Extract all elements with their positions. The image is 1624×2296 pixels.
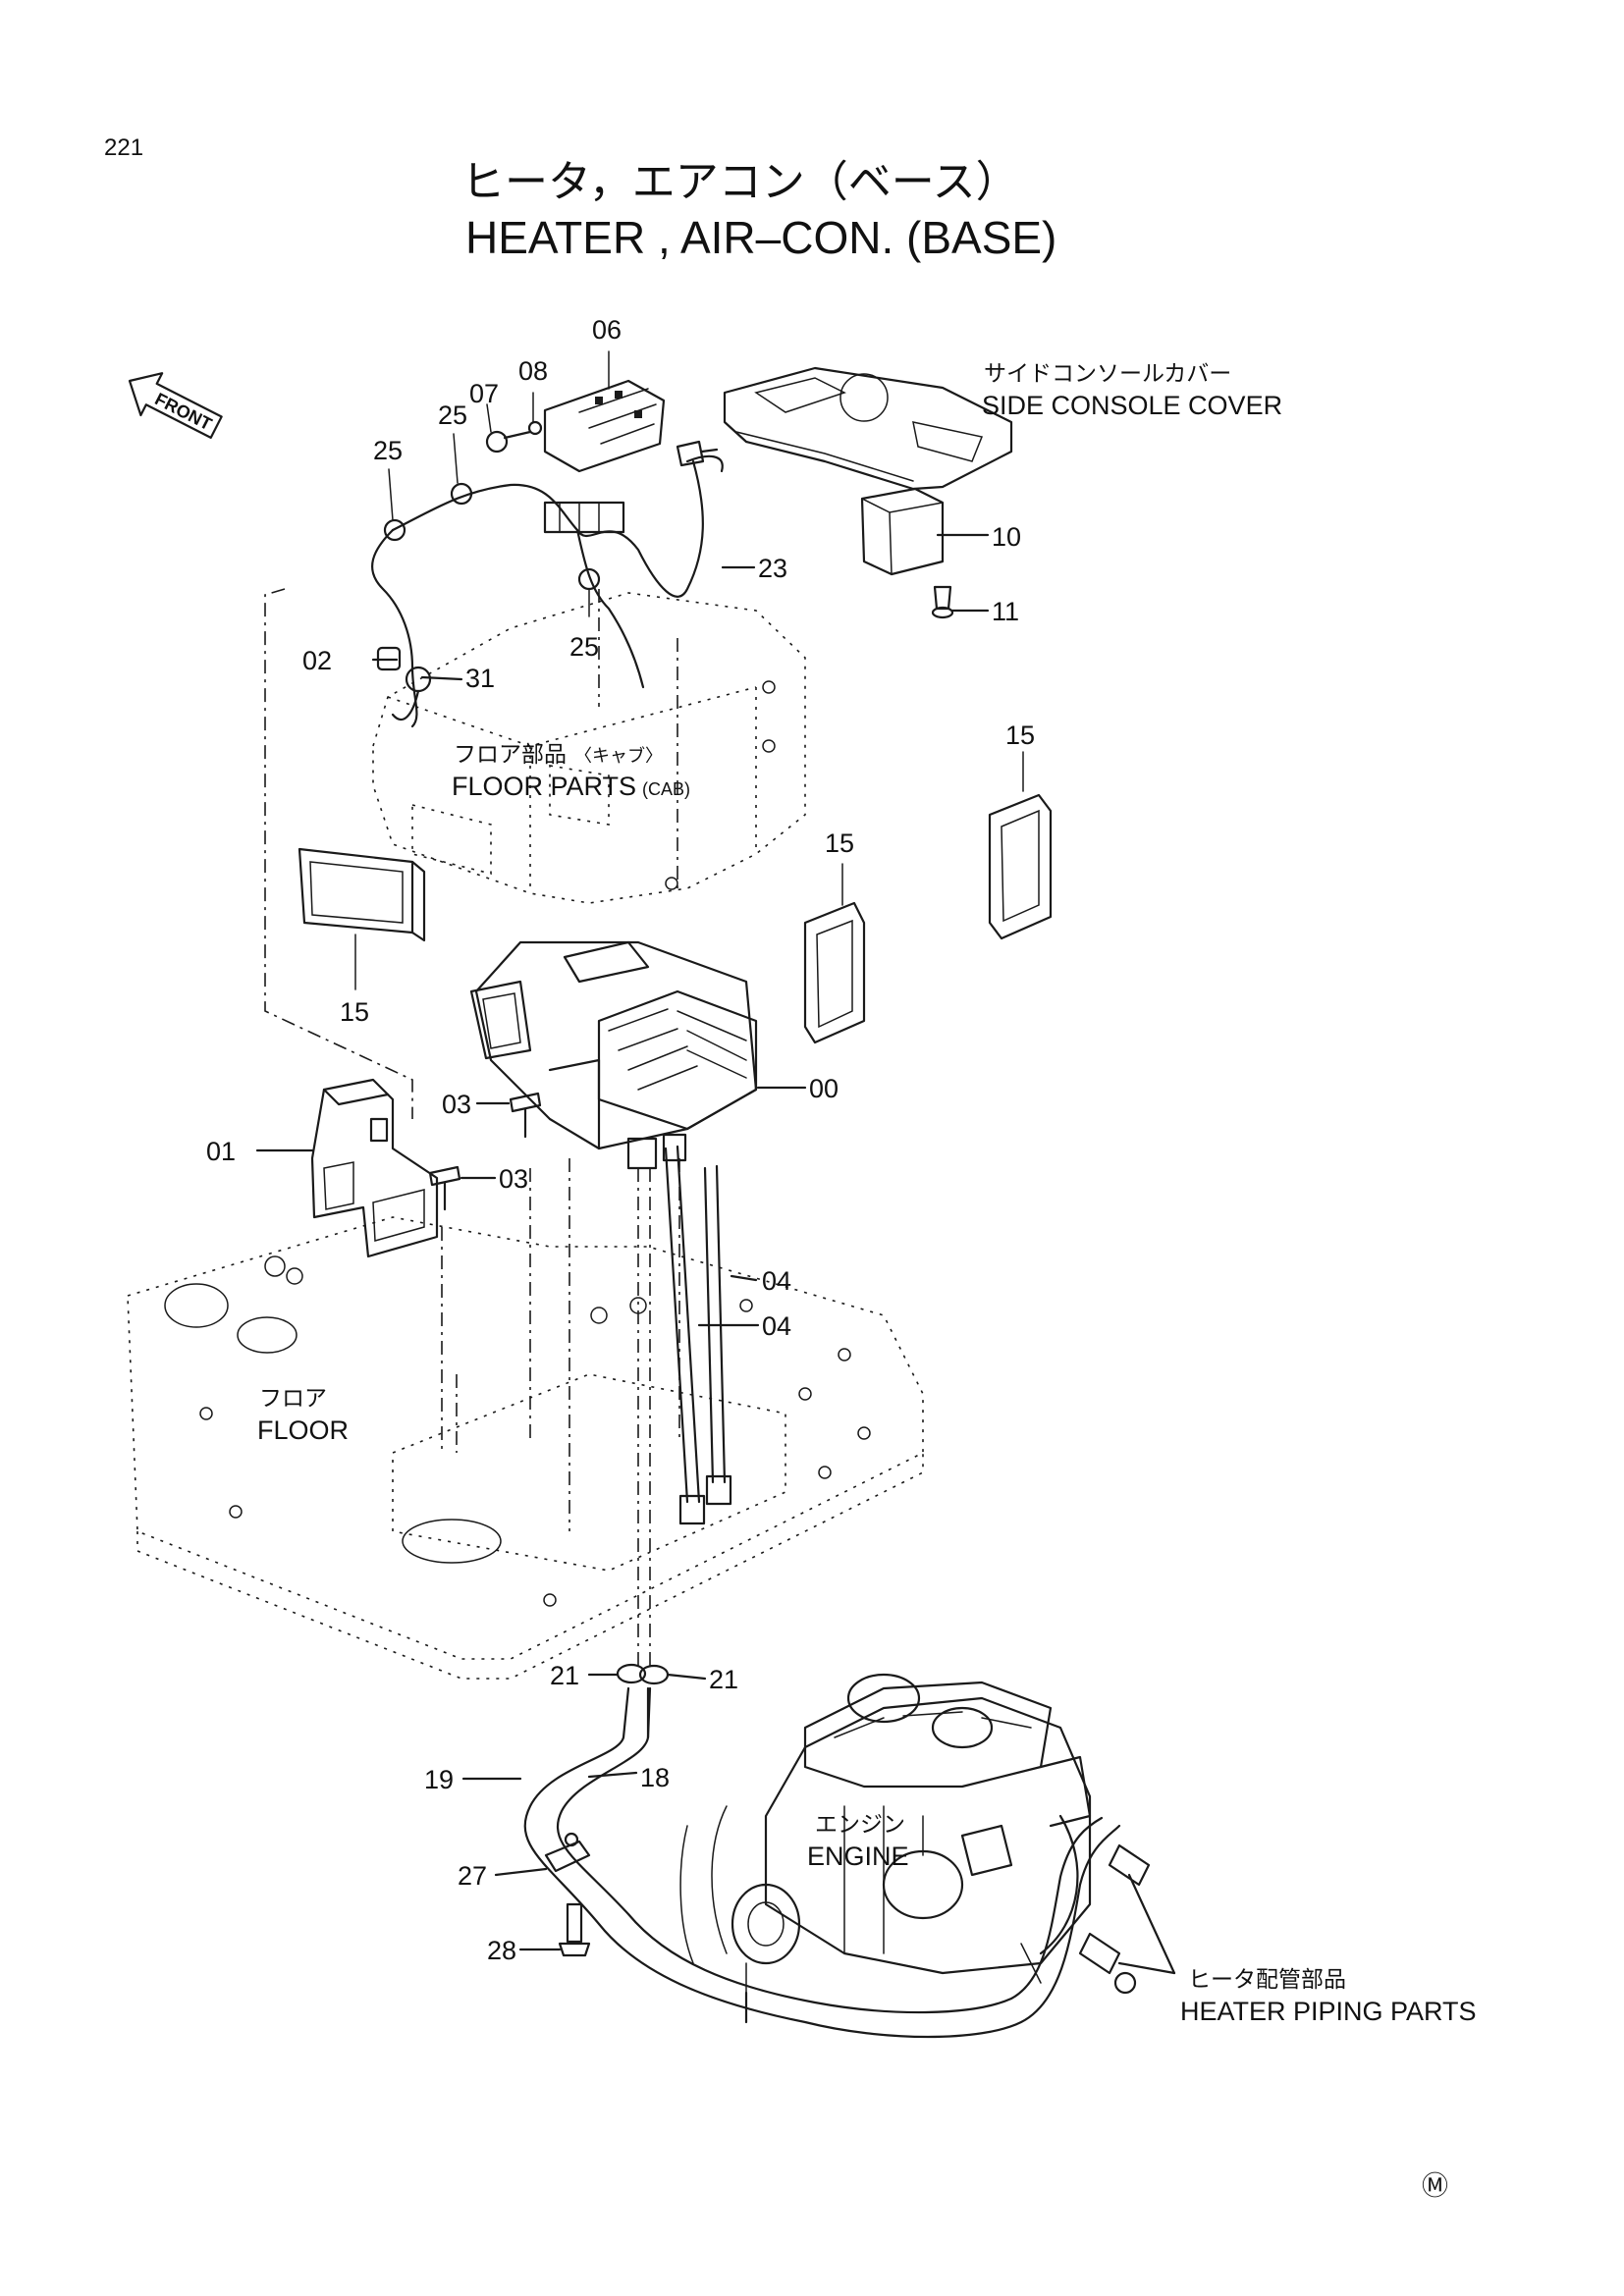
bolt-03b-icon xyxy=(428,1165,461,1211)
label-28: 28 xyxy=(487,1936,516,1965)
floor-parts-en: FLOOR PARTS(CAB) xyxy=(452,772,690,801)
leader-27 xyxy=(494,1867,548,1877)
harness-assembly xyxy=(371,379,724,728)
duct-01 xyxy=(310,1078,439,1258)
label-27: 27 xyxy=(458,1861,487,1891)
label-01: 01 xyxy=(206,1137,236,1166)
floor-label-jp: フロア xyxy=(259,1386,327,1412)
label-03-lower: 03 xyxy=(499,1164,528,1194)
label-10: 10 xyxy=(992,522,1021,552)
filter-15-left xyxy=(298,847,426,942)
leader-18 xyxy=(587,1771,638,1779)
label-25-top: 25 xyxy=(438,400,467,430)
label-21-left: 21 xyxy=(550,1661,579,1690)
part-10-unit xyxy=(860,487,945,576)
engine-label-en: ENGINE xyxy=(807,1842,909,1871)
label-00: 00 xyxy=(809,1074,839,1103)
heater-unit-00 xyxy=(469,940,758,1170)
label-11: 11 xyxy=(992,597,1019,626)
label-15-right: 15 xyxy=(1005,721,1035,750)
side-console-cover-jp: サイドコンソールカバー xyxy=(984,361,1231,387)
bolt-28-icon xyxy=(558,1902,591,1957)
engine xyxy=(679,1673,1092,2024)
filter-15-middle xyxy=(803,901,866,1044)
label-15-left: 15 xyxy=(340,997,369,1027)
label-03-upper: 03 xyxy=(442,1090,471,1119)
bolt-03a-icon xyxy=(509,1092,542,1139)
side-console-cover-en: SIDE CONSOLE COVER xyxy=(982,391,1282,420)
title-japanese: ヒータ，エアコン（ベース） xyxy=(461,157,1019,207)
label-23: 23 xyxy=(758,554,787,583)
leader-piping-b xyxy=(1117,1961,1176,1975)
label-02: 02 xyxy=(302,646,332,675)
label-08: 08 xyxy=(518,356,548,386)
label-04-lower: 04 xyxy=(762,1311,791,1341)
floor-parts-jp: フロア部品〈キャブ〉 xyxy=(454,742,663,768)
floor-label-en: FLOOR xyxy=(257,1415,349,1445)
leader-piping-a xyxy=(1127,1873,1176,1975)
label-19: 19 xyxy=(424,1765,454,1794)
hoses-04 xyxy=(664,1145,732,1525)
leader-21b xyxy=(666,1673,707,1681)
floor-plate xyxy=(127,1216,924,1680)
page-number: 221 xyxy=(104,134,143,161)
upper-leaders xyxy=(371,350,756,681)
label-04-upper: 04 xyxy=(762,1266,791,1296)
filter-15-right xyxy=(988,793,1053,940)
m-marker-icon: Ⓜ xyxy=(1422,2171,1448,2201)
heater-piping-en: HEATER PIPING PARTS xyxy=(1180,1997,1477,2026)
heater-piping-jp: ヒータ配管部品 xyxy=(1188,1967,1346,1993)
label-25-middle: 25 xyxy=(569,632,599,662)
leader-04a xyxy=(730,1274,758,1282)
label-07: 07 xyxy=(469,379,499,408)
screw-11-icon xyxy=(931,585,954,619)
label-18: 18 xyxy=(640,1763,670,1792)
side-console-cover xyxy=(723,366,1013,491)
hose-clamps-21 xyxy=(616,1663,670,1685)
label-15-middle: 15 xyxy=(825,828,854,858)
heater-piping-parts xyxy=(1078,1843,1151,1995)
label-06: 06 xyxy=(592,315,622,345)
engine-label-jp: エンジン xyxy=(815,1812,905,1838)
label-25-left: 25 xyxy=(373,436,403,465)
floor-parts-frame xyxy=(372,592,806,904)
front-arrow-icon: FRONT xyxy=(128,372,223,439)
heater-hoses xyxy=(523,1686,1121,2039)
label-31: 31 xyxy=(465,664,495,693)
label-21-right: 21 xyxy=(709,1665,738,1694)
title-english: HEATER , AIR–CON. (BASE) xyxy=(465,212,1056,263)
clamp-27 xyxy=(544,1832,591,1873)
